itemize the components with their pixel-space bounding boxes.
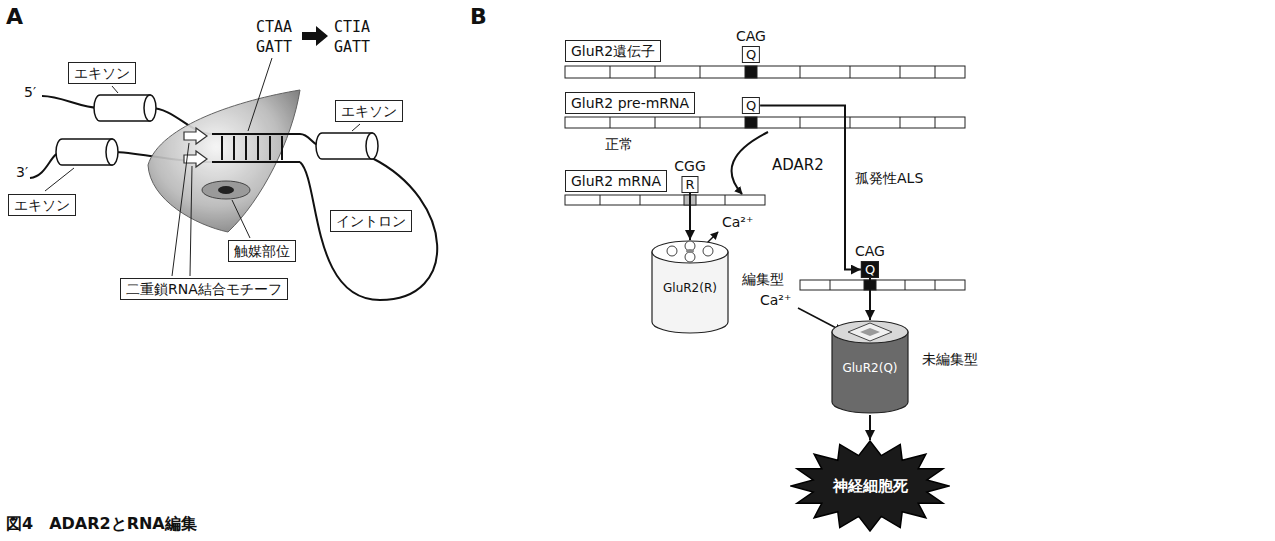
connector-arrow	[689, 193, 691, 240]
ion-label: Ca²⁺	[760, 292, 791, 308]
exon-label: エキソン	[68, 62, 136, 84]
codon-box: R	[681, 176, 698, 193]
node-text: GluR2遺伝子	[571, 42, 655, 60]
figure-caption: 図4 ADAR2とRNA編集	[6, 514, 197, 534]
node-text: 二重鎖RNA結合モチーフ	[126, 280, 282, 298]
codon-box: Q	[861, 261, 879, 278]
receptor-channel: GluR2(Q)未編集型	[830, 320, 910, 415]
strand-end: 3′	[16, 164, 28, 180]
codon: CGG	[674, 158, 705, 174]
node-text: Q	[865, 262, 875, 277]
channel-name: GluR2(Q)	[830, 360, 910, 376]
catalytic-site-label: 触媒部位	[228, 240, 296, 262]
codon: CAG	[855, 243, 885, 259]
gene-label: GluR2遺伝子	[565, 40, 661, 62]
node-text: イントロン	[336, 212, 406, 230]
dsrna-strands-overlay	[212, 134, 300, 162]
gene-bar	[565, 66, 965, 78]
panel-letter: A	[6, 4, 23, 30]
receptor-channel: GluR2(R)編集型	[650, 240, 730, 335]
sequence: GATT	[334, 38, 370, 57]
exon-cylinders	[56, 95, 378, 165]
node-text: 神経細胞死	[833, 477, 908, 496]
connector-arrow	[869, 278, 871, 320]
ion-label: Ca²⁺	[722, 214, 753, 230]
adar2-arrow	[732, 132, 768, 194]
codon-box: Q	[742, 97, 760, 114]
channel-name: GluR2(R)	[650, 280, 730, 296]
conversion-arrow	[302, 26, 328, 46]
strand-end: 5′	[24, 84, 36, 100]
node-text: GluR2 mRNA	[571, 172, 661, 190]
connector-arrow	[869, 415, 871, 440]
node-text: 触媒部位	[234, 242, 290, 260]
codon-box: Q	[742, 46, 760, 63]
five-prime-strand	[42, 96, 100, 108]
dsrna-rungs	[222, 136, 282, 160]
node-text: R	[685, 177, 694, 192]
pre-mrna-label: GluR2 pre-mRNA	[565, 92, 695, 114]
catalytic-core	[218, 186, 234, 194]
exon-label: エキソン	[335, 100, 403, 122]
node-text: エキソン	[341, 102, 397, 120]
connector-arrow	[760, 106, 861, 270]
intron-loop	[300, 158, 437, 300]
node-text: エキソン	[14, 196, 70, 214]
node-text: Q	[746, 47, 756, 62]
panel-letter: B	[470, 4, 487, 30]
node-text: Q	[746, 98, 756, 113]
adar2-enzyme	[148, 90, 300, 232]
node-text: GluR2 pre-mRNA	[571, 94, 689, 112]
binding-motif-label: 二重鎖RNA結合モチーフ	[120, 278, 288, 300]
enzyme-label: ADAR2	[772, 156, 824, 175]
channel-state: 編集型	[742, 270, 784, 288]
channel-state: 未編集型	[922, 350, 978, 368]
sequence: CTAA	[256, 18, 292, 37]
intron-label: イントロン	[330, 210, 412, 232]
codon: CAG	[736, 28, 766, 44]
edited-mrna-bar	[565, 195, 765, 205]
edge-label: 孤発性ALS	[853, 170, 925, 186]
pre-mrna-bar	[565, 117, 965, 128]
binding-motif-arrows	[184, 128, 207, 167]
sequence: CTIA	[334, 18, 370, 37]
leader-lines	[45, 58, 360, 276]
cell-death-burst: 神経細胞死	[790, 440, 950, 532]
node-text: エキソン	[74, 64, 130, 82]
catalytic-site	[202, 181, 250, 199]
unedited-mrna-bar	[800, 280, 965, 290]
exon-label: エキソン	[8, 194, 76, 216]
sequence: GATT	[256, 38, 292, 57]
condition-label: 正常	[605, 136, 633, 152]
mrna-label: GluR2 mRNA	[565, 170, 667, 192]
